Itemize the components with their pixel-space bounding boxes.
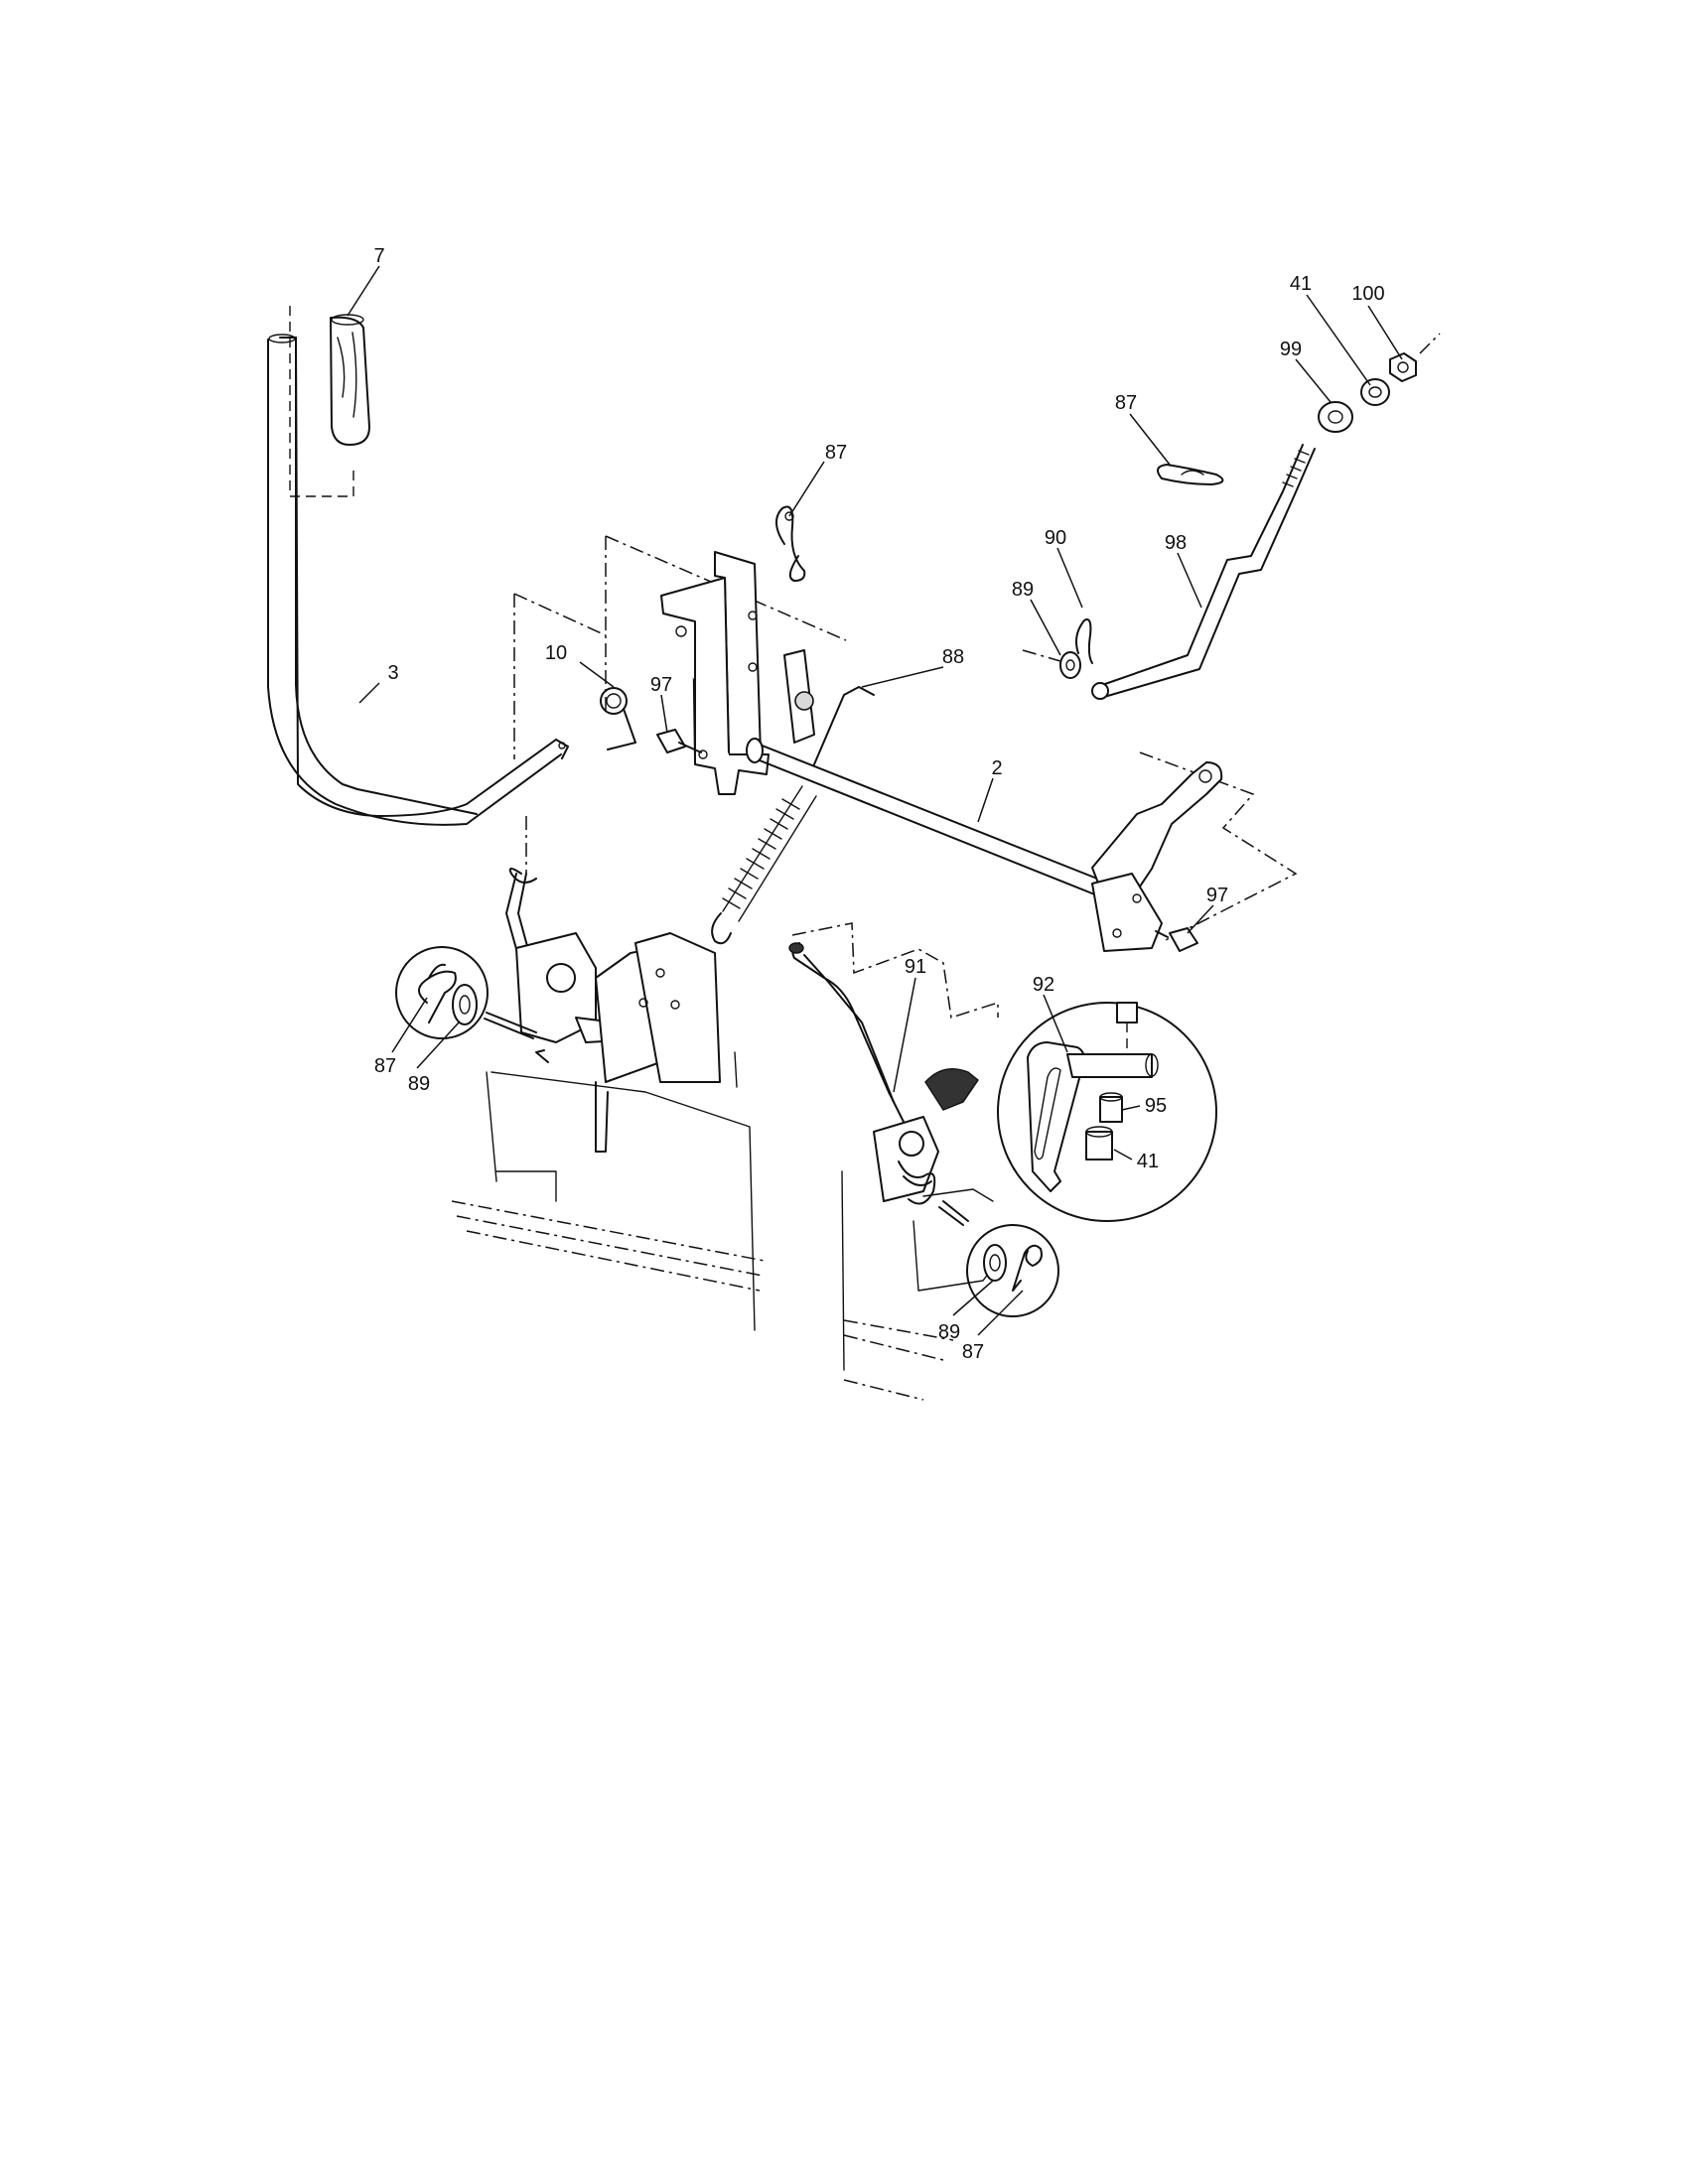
bushing-part-41-upper bbox=[1360, 378, 1390, 406]
callout-87-bottom: 87 bbox=[962, 1341, 984, 1363]
adjustment-rod-part-98 bbox=[1091, 444, 1316, 700]
clip-part-90 bbox=[1075, 618, 1093, 664]
callout-98: 98 bbox=[1165, 532, 1187, 554]
callout-41-detail: 41 bbox=[1137, 1151, 1159, 1172]
detail-circle-left bbox=[395, 946, 537, 1039]
callout-2: 2 bbox=[991, 757, 1002, 779]
callout-92: 92 bbox=[1033, 974, 1054, 996]
hairpin-clip-part-87-top bbox=[775, 505, 806, 582]
bolt-part-97-upper bbox=[656, 729, 708, 759]
left-deck-bracket bbox=[451, 816, 766, 1331]
detail-circle-right-bottom bbox=[966, 1224, 1059, 1317]
right-lift-arm-bracket bbox=[1091, 751, 1298, 952]
callout-95: 95 bbox=[1145, 1095, 1167, 1117]
callout-89-upper: 89 bbox=[1012, 579, 1034, 601]
callout-3: 3 bbox=[387, 662, 398, 684]
callout-88: 88 bbox=[942, 646, 964, 668]
lift-handle-part-3 bbox=[267, 334, 569, 826]
washer-part-89-upper bbox=[1022, 649, 1081, 679]
callout-10: 10 bbox=[545, 642, 567, 664]
spacer-part-99 bbox=[1318, 401, 1353, 433]
callout-87-top: 87 bbox=[825, 442, 847, 464]
callout-41-upper: 41 bbox=[1290, 273, 1312, 295]
callout-89-left: 89 bbox=[408, 1073, 430, 1095]
callout-7: 7 bbox=[373, 245, 384, 267]
callout-87-left: 87 bbox=[374, 1055, 396, 1077]
callout-97-right: 97 bbox=[1206, 885, 1228, 906]
bolt-part-97-right bbox=[1155, 927, 1198, 952]
callout-97-upper: 97 bbox=[650, 674, 672, 696]
callout-89-bottom: 89 bbox=[938, 1321, 960, 1343]
callout-87-right: 87 bbox=[1115, 392, 1137, 414]
callout-91: 91 bbox=[905, 956, 926, 978]
callout-labels: 7 3 10 97 87 88 2 97 41 100 99 87 90 98 … bbox=[373, 245, 1384, 1363]
lift-shaft-part-2 bbox=[746, 738, 1098, 896]
detail-circle-right-large bbox=[997, 1002, 1217, 1222]
extension-spring-part-88 bbox=[711, 686, 875, 945]
callout-100: 100 bbox=[1351, 283, 1384, 305]
nut-part-100 bbox=[1389, 333, 1441, 382]
right-deck-bracket bbox=[788, 922, 999, 1401]
center-mount-bracket bbox=[513, 535, 847, 795]
leader-lines bbox=[347, 265, 1403, 1336]
callout-90: 90 bbox=[1045, 527, 1066, 549]
torsion-spring-part-10 bbox=[600, 687, 636, 751]
callout-99: 99 bbox=[1280, 339, 1302, 360]
hairpin-clip-part-87-right bbox=[1157, 464, 1224, 485]
handle-grip-part-7 bbox=[289, 306, 370, 497]
